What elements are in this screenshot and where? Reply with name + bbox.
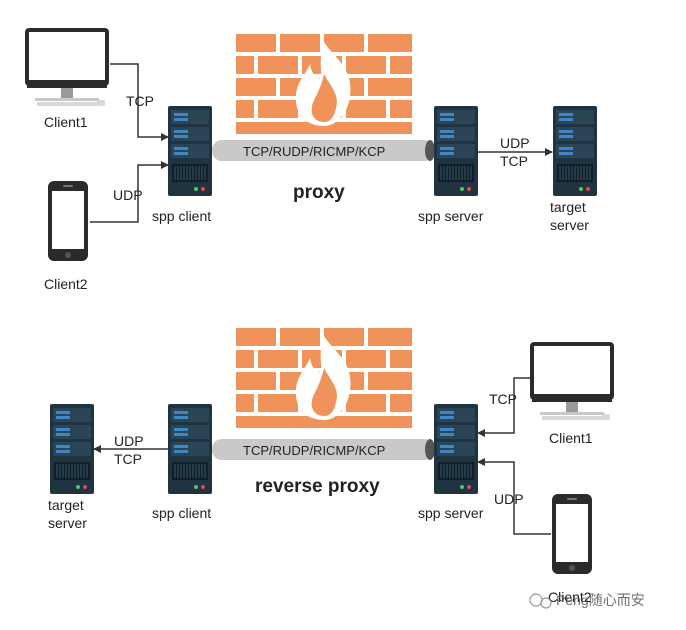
firewall-icon bbox=[236, 328, 412, 428]
reverse-proxy-section: target server UDP TCP spp client TCP/RUD… bbox=[48, 328, 614, 605]
udp-label: UDP bbox=[494, 491, 524, 507]
target-label-line2: server bbox=[48, 515, 87, 531]
tcp-label: TCP bbox=[489, 391, 517, 407]
proxy-title: proxy bbox=[293, 182, 345, 203]
client1-tcp-connector bbox=[477, 377, 530, 437]
reverse-proxy-title: reverse proxy bbox=[255, 476, 380, 497]
spp-client-label: spp client bbox=[152, 505, 211, 521]
tunnel-pipe bbox=[212, 140, 434, 161]
client2-phone-icon bbox=[552, 494, 592, 574]
target-server-icon bbox=[553, 106, 597, 196]
target-tcp-label: TCP bbox=[500, 153, 528, 169]
spp-server-server-icon bbox=[434, 404, 478, 494]
udp-label: UDP bbox=[113, 187, 143, 203]
client2-label: Client2 bbox=[44, 276, 88, 292]
client2-udp-connector bbox=[90, 161, 169, 223]
target-server-icon bbox=[50, 404, 94, 494]
client1-tcp-connector bbox=[110, 63, 169, 141]
client2-label: Client2 bbox=[548, 589, 592, 605]
target-udp-label: UDP bbox=[114, 433, 144, 449]
tunnel-pipe-end bbox=[425, 439, 435, 460]
spp-client-server-icon bbox=[168, 106, 212, 196]
client2-phone-icon bbox=[48, 181, 88, 261]
proxy-section: Client1 Client2 TCP UDP spp client TCP/R… bbox=[25, 28, 597, 292]
spp-server-label: spp server bbox=[418, 505, 484, 521]
spp-client-label: spp client bbox=[152, 208, 211, 224]
tunnel-pipe-end bbox=[425, 140, 435, 161]
watermark: Peng随心而安 bbox=[529, 592, 645, 609]
target-label-line1: target bbox=[550, 199, 586, 215]
spp-client-server-icon bbox=[168, 404, 212, 494]
client1-label: Client1 bbox=[549, 430, 593, 446]
tunnel-pipe bbox=[212, 439, 434, 460]
spp-server-label: spp server bbox=[418, 208, 484, 224]
tunnel-protocols-label: TCP/RUDP/RICMP/KCP bbox=[243, 144, 385, 159]
client1-label: Client1 bbox=[44, 114, 88, 130]
client1-monitor-icon bbox=[25, 28, 109, 108]
target-udp-label: UDP bbox=[500, 135, 530, 151]
tcp-label: TCP bbox=[126, 93, 154, 109]
target-label-line2: server bbox=[550, 217, 589, 233]
firewall-icon bbox=[236, 34, 412, 134]
client2-udp-connector bbox=[477, 458, 551, 535]
tunnel-protocols-label: TCP/RUDP/RICMP/KCP bbox=[243, 443, 385, 458]
wechat-icon bbox=[529, 593, 543, 607]
target-tcp-label: TCP bbox=[114, 451, 142, 467]
client1-monitor-icon bbox=[530, 342, 614, 422]
watermark-text: Peng随心而安 bbox=[556, 592, 645, 608]
spp-server-server-icon bbox=[434, 106, 478, 196]
target-label-line1: target bbox=[48, 497, 84, 513]
